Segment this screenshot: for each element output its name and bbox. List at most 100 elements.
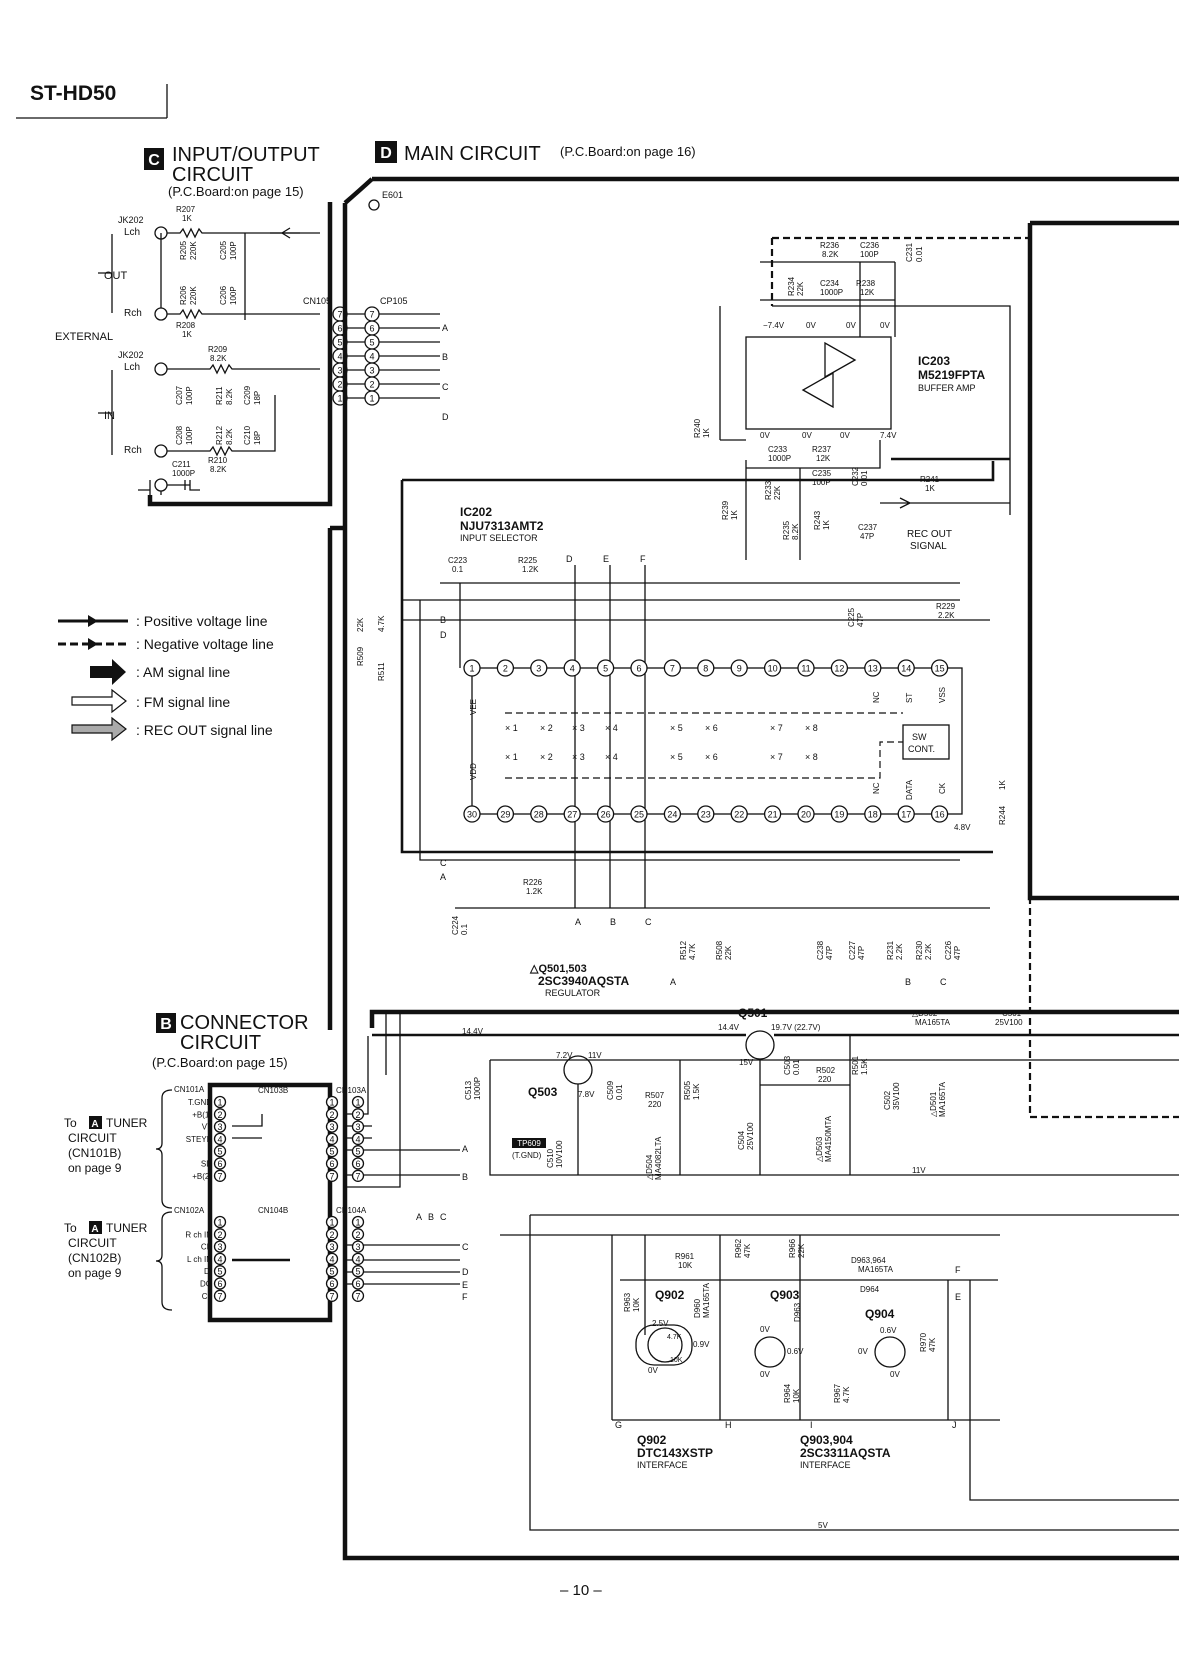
svg-text:NC: NC: [872, 691, 881, 703]
svg-text:R230: R230: [915, 940, 924, 960]
io-section-letter: C: [148, 152, 160, 169]
svg-text:INPUT SELECTOR: INPUT SELECTOR: [460, 533, 538, 543]
ic202-pin-number: 30: [467, 810, 477, 820]
svg-text:R212: R212: [215, 425, 224, 445]
svg-text:100P: 100P: [812, 478, 831, 487]
ic202-pin-number: 14: [901, 664, 911, 674]
svg-text:△D502: △D502: [912, 1009, 938, 1018]
svg-text:C235: C235: [812, 469, 832, 478]
ic202-pin-number: 12: [834, 664, 844, 674]
svg-text:0.1: 0.1: [460, 923, 469, 935]
svg-text:C510: C510: [546, 1148, 555, 1168]
cn102a-pin-number: 3: [217, 1242, 222, 1252]
svg-text:R237: R237: [812, 445, 832, 454]
cn101a-pin-number: 4: [217, 1134, 222, 1144]
svg-text:0.01: 0.01: [915, 246, 924, 262]
svg-text:10K: 10K: [678, 1261, 693, 1270]
svg-text:R235: R235: [782, 520, 791, 540]
cn104a-pin-number: 3: [355, 1242, 360, 1252]
svg-text:Lch: Lch: [124, 362, 140, 373]
svg-text:10K: 10K: [632, 1297, 641, 1312]
svg-text:8.2K: 8.2K: [210, 465, 227, 474]
svg-text:R961: R961: [675, 1252, 695, 1261]
svg-text:(CN101B): (CN101B): [68, 1146, 121, 1160]
svg-text:C233: C233: [768, 445, 788, 454]
svg-text:CN105: CN105: [303, 296, 331, 306]
node-label: A: [442, 323, 448, 333]
node-label: E: [955, 1292, 961, 1302]
svg-text:C509: C509: [606, 1080, 615, 1100]
connector-section-letter: B: [160, 1016, 172, 1033]
cn103a-pin: [351, 1132, 365, 1146]
cn102a-pin-number: 7: [217, 1291, 222, 1301]
cn103b-pin-number: 2: [329, 1110, 334, 1120]
svg-text:MA4150MTA: MA4150MTA: [824, 1115, 833, 1162]
ic202-pin-number: 16: [935, 810, 945, 820]
cn103a-pin-number: 3: [355, 1122, 360, 1132]
cn101a-pin: [213, 1120, 227, 1133]
svg-text:R233: R233: [764, 480, 773, 500]
svg-text:1000P: 1000P: [820, 288, 843, 297]
svg-text:25V100: 25V100: [746, 1122, 755, 1150]
svg-text:CONT.: CONT.: [908, 744, 935, 754]
svg-text:R964: R964: [783, 1383, 792, 1403]
cn101a-pin-number: 1: [217, 1098, 222, 1108]
cn104b-pin-number: 7: [329, 1291, 334, 1301]
ic202-pin-number: 20: [801, 810, 811, 820]
svg-text:CIRCUIT: CIRCUIT: [68, 1236, 117, 1250]
cn104a-pin: [351, 1265, 365, 1278]
svg-text:0V: 0V: [840, 431, 850, 440]
cn102a-pin-number: 5: [217, 1267, 222, 1277]
svg-text:JK202: JK202: [118, 215, 144, 225]
svg-text:△D503: △D503: [815, 1136, 824, 1162]
cn102a-pin-label: R ch IN: [185, 1230, 212, 1239]
svg-text:0.01: 0.01: [615, 1084, 624, 1100]
ic202-pin-number: 19: [834, 810, 844, 820]
svg-text:Q503: Q503: [528, 1085, 558, 1099]
ic202-pin: [697, 659, 715, 677]
svg-text:E601: E601: [382, 190, 403, 200]
ic202-pin-number: 15: [935, 664, 945, 674]
cn102a-pin: [213, 1289, 227, 1302]
svg-text:Rch: Rch: [124, 445, 142, 456]
svg-text:0V: 0V: [760, 431, 770, 440]
svg-text:C231: C231: [905, 242, 914, 262]
cn103b-pin: [325, 1132, 339, 1146]
cn102a-pin-number: 1: [217, 1218, 222, 1228]
cn102a-pin: [213, 1240, 227, 1253]
ic202-pin: [530, 805, 548, 823]
node-label: E: [462, 1280, 468, 1290]
ic202-pin: [596, 659, 615, 677]
svg-text:VEE: VEE: [469, 699, 478, 715]
cn104a-pin: [351, 1289, 365, 1302]
switch-label: × 1: [505, 723, 518, 733]
cn102a-pin: [213, 1228, 227, 1241]
node-label: I: [810, 1420, 813, 1430]
ic202-pin: [830, 805, 849, 823]
cn105-pin-number: 1: [337, 394, 342, 404]
io-title-1: INPUT/OUTPUT: [172, 144, 320, 166]
cn103a-pin: [351, 1108, 365, 1121]
cn101a-pin-label: +B(1): [192, 1110, 212, 1119]
cn104b-pin-number: 2: [329, 1230, 334, 1240]
svg-text:C513: C513: [464, 1080, 473, 1100]
cn101a-pin-number: 3: [217, 1122, 222, 1132]
svg-text:IN: IN: [104, 410, 115, 422]
cn103b-pin-number: 6: [329, 1159, 334, 1169]
ic202-pin: [930, 805, 949, 823]
ic202-pin: [530, 659, 548, 677]
ic202-pin-number: 23: [701, 810, 711, 820]
node-label: B: [610, 917, 616, 927]
cn103b-pin: [325, 1120, 339, 1133]
svg-text:1.2K: 1.2K: [522, 565, 539, 574]
svg-text:R508: R508: [715, 940, 724, 960]
switch-label: × 1: [505, 752, 518, 762]
svg-text:10V100: 10V100: [555, 1140, 564, 1168]
svg-text:EXTERNAL: EXTERNAL: [55, 331, 113, 343]
svg-text:SW: SW: [912, 732, 927, 742]
ic202-pin: [496, 659, 515, 677]
svg-text:C237: C237: [858, 523, 878, 532]
cn104a-pin: [351, 1277, 365, 1290]
node-label: G: [615, 1420, 622, 1430]
